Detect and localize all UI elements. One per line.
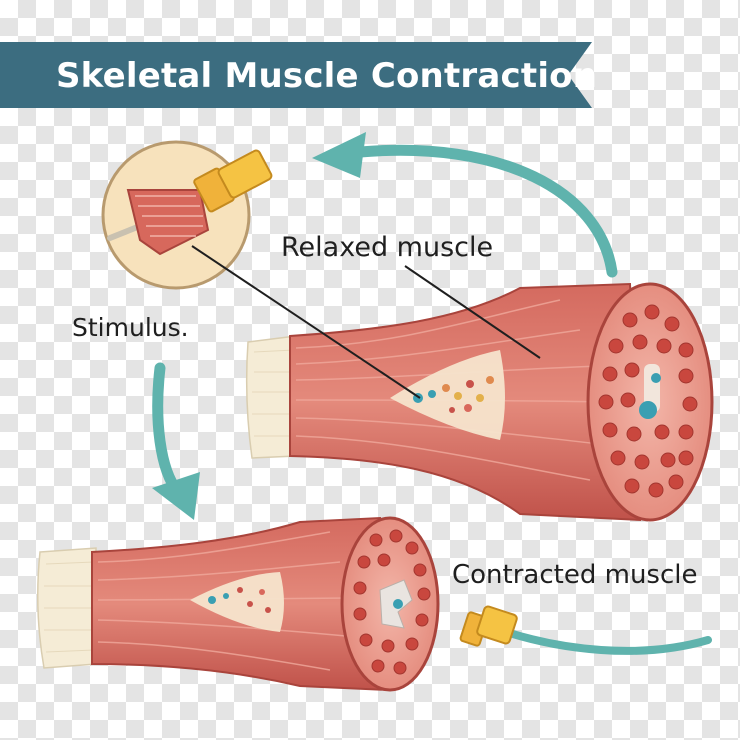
- contracted-muscle: [37, 516, 440, 692]
- relaxed-muscle-label: Relaxed muscle: [281, 232, 494, 263]
- title-banner: [0, 42, 592, 108]
- stimulus-to-contraction-arrow: [152, 362, 200, 520]
- stimulus-inset: [101, 140, 273, 290]
- relax-to-stimulus-arrow: [312, 132, 618, 278]
- diagram-title: Skeletal Muscle Contraction: [56, 56, 598, 96]
- stimulus-label: Stimulus.: [72, 313, 189, 342]
- leader-lines: [191, 245, 541, 399]
- relaxed-muscle: [245, 282, 714, 522]
- bottom-electrode: [459, 605, 712, 655]
- electrode-icon: [193, 149, 273, 213]
- contracted-muscle-label: Contracted muscle: [452, 560, 698, 590]
